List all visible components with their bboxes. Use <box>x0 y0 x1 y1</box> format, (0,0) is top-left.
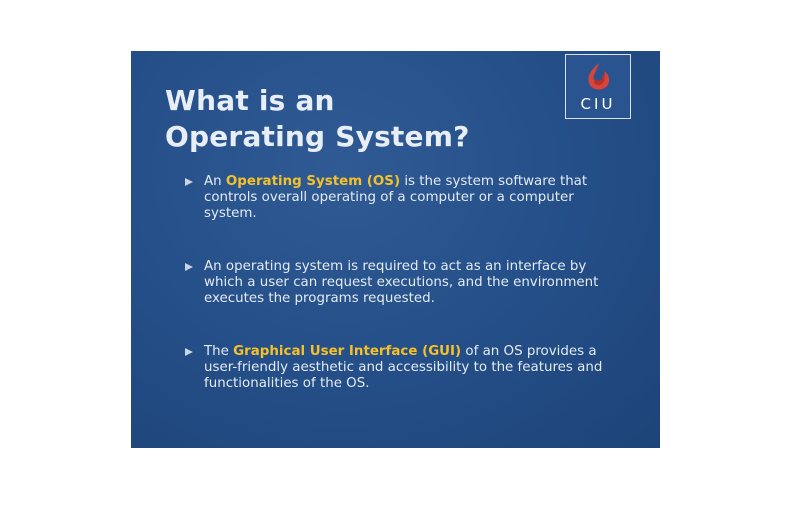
bullet-item: An operating system is required to act a… <box>185 259 615 307</box>
bullet-text: The <box>204 344 234 359</box>
bullet-text: An <box>204 174 226 189</box>
bullet-arrow-icon <box>185 348 193 356</box>
bullet-item: The Graphical User Interface (GUI) of an… <box>185 344 615 392</box>
slide-title-line-1: What is an <box>165 84 335 117</box>
bullet-item: An Operating System (OS) is the system s… <box>185 174 615 222</box>
bullet-highlight: Operating System (OS) <box>225 174 401 189</box>
slide-title-line-2: Operating System? <box>165 120 470 153</box>
logo-text: CIU <box>580 95 616 113</box>
bullet-list: An Operating System (OS) is the system s… <box>185 174 615 392</box>
bullet-arrow-icon <box>185 178 193 186</box>
ciu-logo: CIU <box>565 54 631 119</box>
flame-logo-icon <box>588 63 610 90</box>
bullet-text: is the system software that controls ove… <box>204 174 588 221</box>
slide-title: What is an Operating System? <box>165 83 470 155</box>
bullet-arrow-icon <box>185 263 193 271</box>
bullet-text: of an OS provides a user-friendly aesthe… <box>204 344 603 391</box>
slide: What is an Operating System? CIU An Oper… <box>131 51 660 448</box>
bullet-text: An operating system is required to act a… <box>204 259 599 306</box>
bullet-highlight: Graphical User Interface (GUI) <box>233 344 462 359</box>
